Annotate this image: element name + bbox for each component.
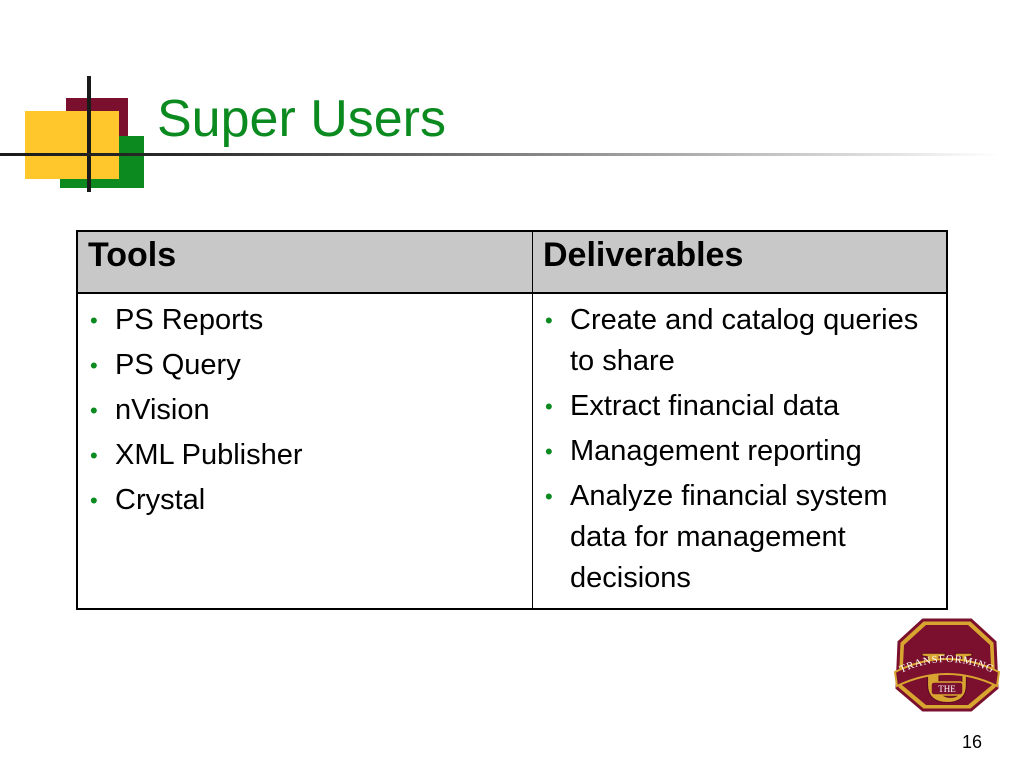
page-number: 16 [962, 732, 983, 752]
list-item: Crystal [88, 480, 522, 521]
header-tools: Tools [76, 230, 533, 294]
tools-list: PS Reports PS Query nVision XML Publishe… [88, 300, 522, 521]
vertical-rule [87, 76, 91, 192]
deliverables-list: Create and catalog queries to share Extr… [543, 300, 936, 599]
logo-letter: U [920, 637, 973, 714]
tools-cell: PS Reports PS Query nVision XML Publishe… [76, 292, 533, 610]
header-deliverables: Deliverables [532, 230, 948, 294]
list-item: nVision [88, 390, 522, 431]
list-item: PS Reports [88, 300, 522, 341]
logo-small-banner [930, 681, 964, 696]
table-header-row: Tools Deliverables [76, 230, 948, 294]
list-item: PS Query [88, 345, 522, 386]
logo-emblem: U TRANSFORMING THE [893, 618, 1001, 720]
logo-ribbon [893, 658, 1001, 688]
title-decoration [0, 0, 160, 200]
deliverables-cell: Create and catalog queries to share Extr… [532, 292, 948, 610]
list-item: Management reporting [543, 431, 936, 472]
list-item: Extract financial data [543, 386, 936, 427]
title-underline [0, 153, 1000, 156]
tools-deliverables-table: Tools Deliverables PS Reports PS Query n… [76, 230, 948, 610]
list-item: Create and catalog queries to share [543, 300, 936, 382]
logo-small-text: THE [938, 684, 956, 694]
list-item: Analyze financial system data for manage… [543, 476, 936, 599]
table-row: PS Reports PS Query nVision XML Publishe… [76, 292, 948, 610]
slide-title: Super Users [157, 90, 446, 148]
transforming-the-u-logo: U TRANSFORMING THE [893, 616, 1001, 720]
yellow-square [25, 111, 119, 179]
list-item: XML Publisher [88, 435, 522, 476]
